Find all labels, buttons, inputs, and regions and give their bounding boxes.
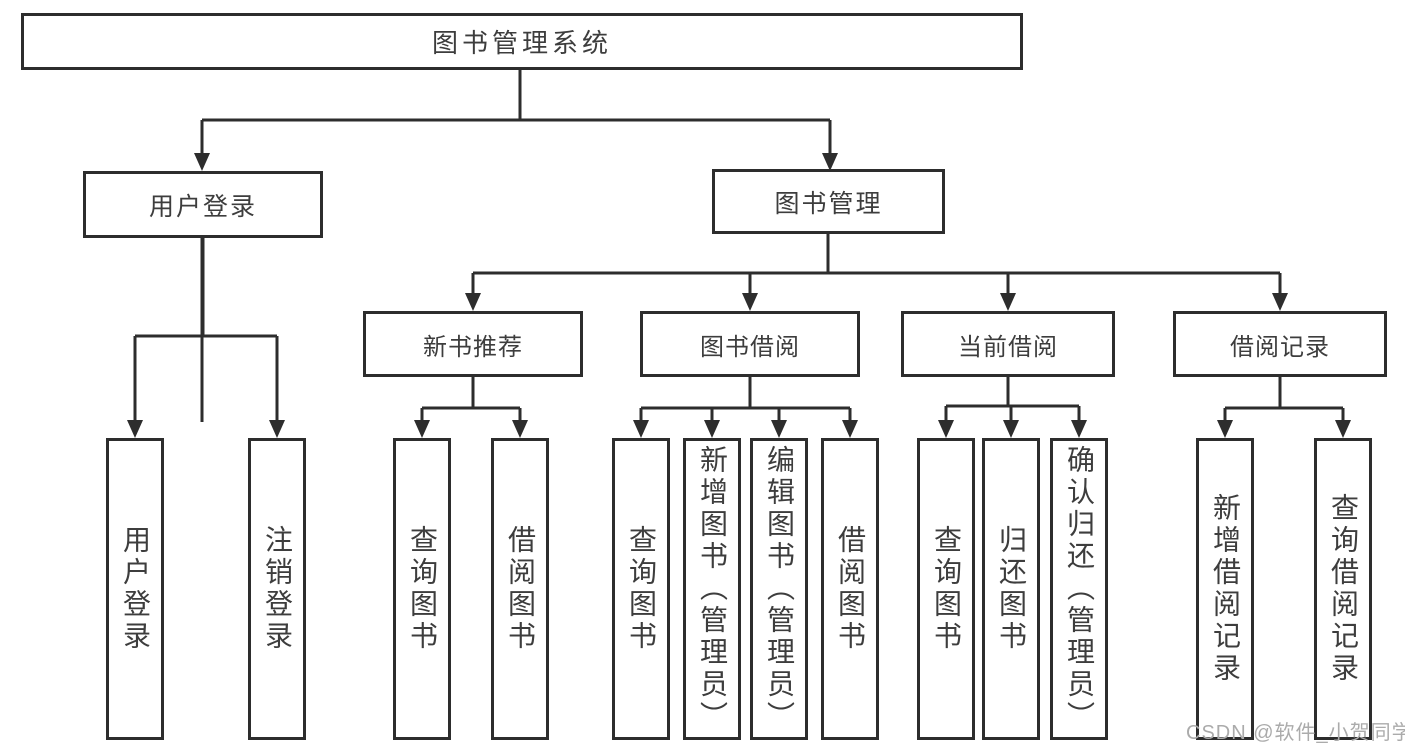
node-current-borrow: 当前借阅	[901, 311, 1115, 377]
new-book-branch	[420, 377, 522, 423]
node-book-management: 图书管理	[712, 169, 945, 234]
node-book-borrow: 图书借阅	[640, 311, 860, 377]
leaf-query-books-recommend: 查询图书	[393, 438, 451, 740]
leaf-borrow-books-recommend: 借阅图书	[491, 438, 549, 740]
book-borrow-branch	[639, 377, 852, 423]
leaf-query-books-borrow: 查询图书	[612, 438, 670, 740]
leaf-query-borrow-record: 查询借阅记录	[1314, 438, 1372, 740]
leaf-add-borrow-record: 新增借阅记录	[1196, 438, 1254, 740]
leaf-confirm-return-admin: 确认归还（管理员）	[1050, 438, 1108, 740]
leaf-logout: 注销登录	[248, 438, 306, 740]
leaf-borrow-books: 借阅图书	[821, 438, 879, 740]
leaf-query-books-current: 查询图书	[917, 438, 975, 740]
csdn-watermark: CSDN @软件_小贺同学	[1186, 722, 1405, 744]
user-login-branch	[133, 238, 279, 423]
current-borrow-branch	[944, 377, 1081, 423]
leaf-return-book: 归还图书	[982, 438, 1040, 740]
borrow-record-branch	[1223, 377, 1345, 423]
leaf-add-book-admin: 新增图书（管理员）	[683, 438, 741, 740]
node-root-library-system: 图书管理系统	[21, 13, 1023, 70]
node-user-login: 用户登录	[83, 171, 323, 238]
leaf-edit-book-admin: 编辑图书（管理员）	[750, 438, 808, 740]
book-management-branch	[471, 234, 1282, 296]
leaf-user-login: 用户登录	[106, 438, 164, 740]
node-new-book-recommend: 新书推荐	[363, 311, 583, 377]
node-borrow-records: 借阅记录	[1173, 311, 1387, 377]
